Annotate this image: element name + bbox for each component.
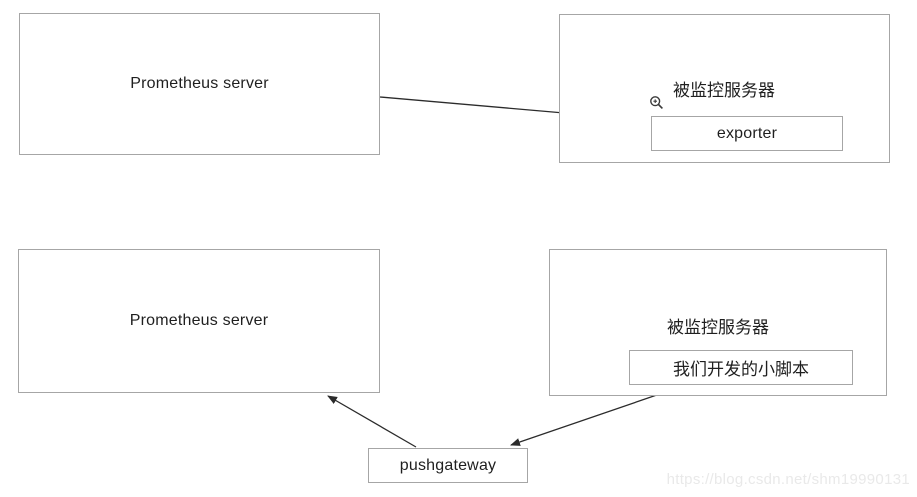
arrow-pushgateway-to-prometheus (327, 395, 417, 448)
node-pushgateway: pushgateway (368, 448, 528, 483)
node-our-script: 我们开发的小脚本 (629, 350, 853, 385)
node-exporter: exporter (651, 116, 843, 151)
node-label: Prometheus server (129, 312, 269, 329)
magnifier-plus-icon (650, 96, 663, 109)
node-prometheus-server-top: Prometheus server (19, 13, 380, 155)
node-label: Prometheus server (130, 75, 269, 92)
node-monitored-server-top: 被监控服务器 exporter (559, 14, 890, 163)
monitored-server-label: 被监控服务器 (673, 81, 775, 100)
node-label: pushgateway (399, 456, 497, 474)
node-prometheus-server-bottom: Prometheus server (18, 249, 380, 393)
node-monitored-server-bottom: 被监控服务器 我们开发的小脚本 (549, 249, 887, 396)
node-label: 我们开发的小脚本 (673, 360, 809, 379)
node-label: exporter (716, 124, 778, 142)
watermark-url: https://blog.csdn.net/shm19990131 (666, 471, 910, 488)
monitored-server-label: 被监控服务器 (667, 318, 769, 337)
